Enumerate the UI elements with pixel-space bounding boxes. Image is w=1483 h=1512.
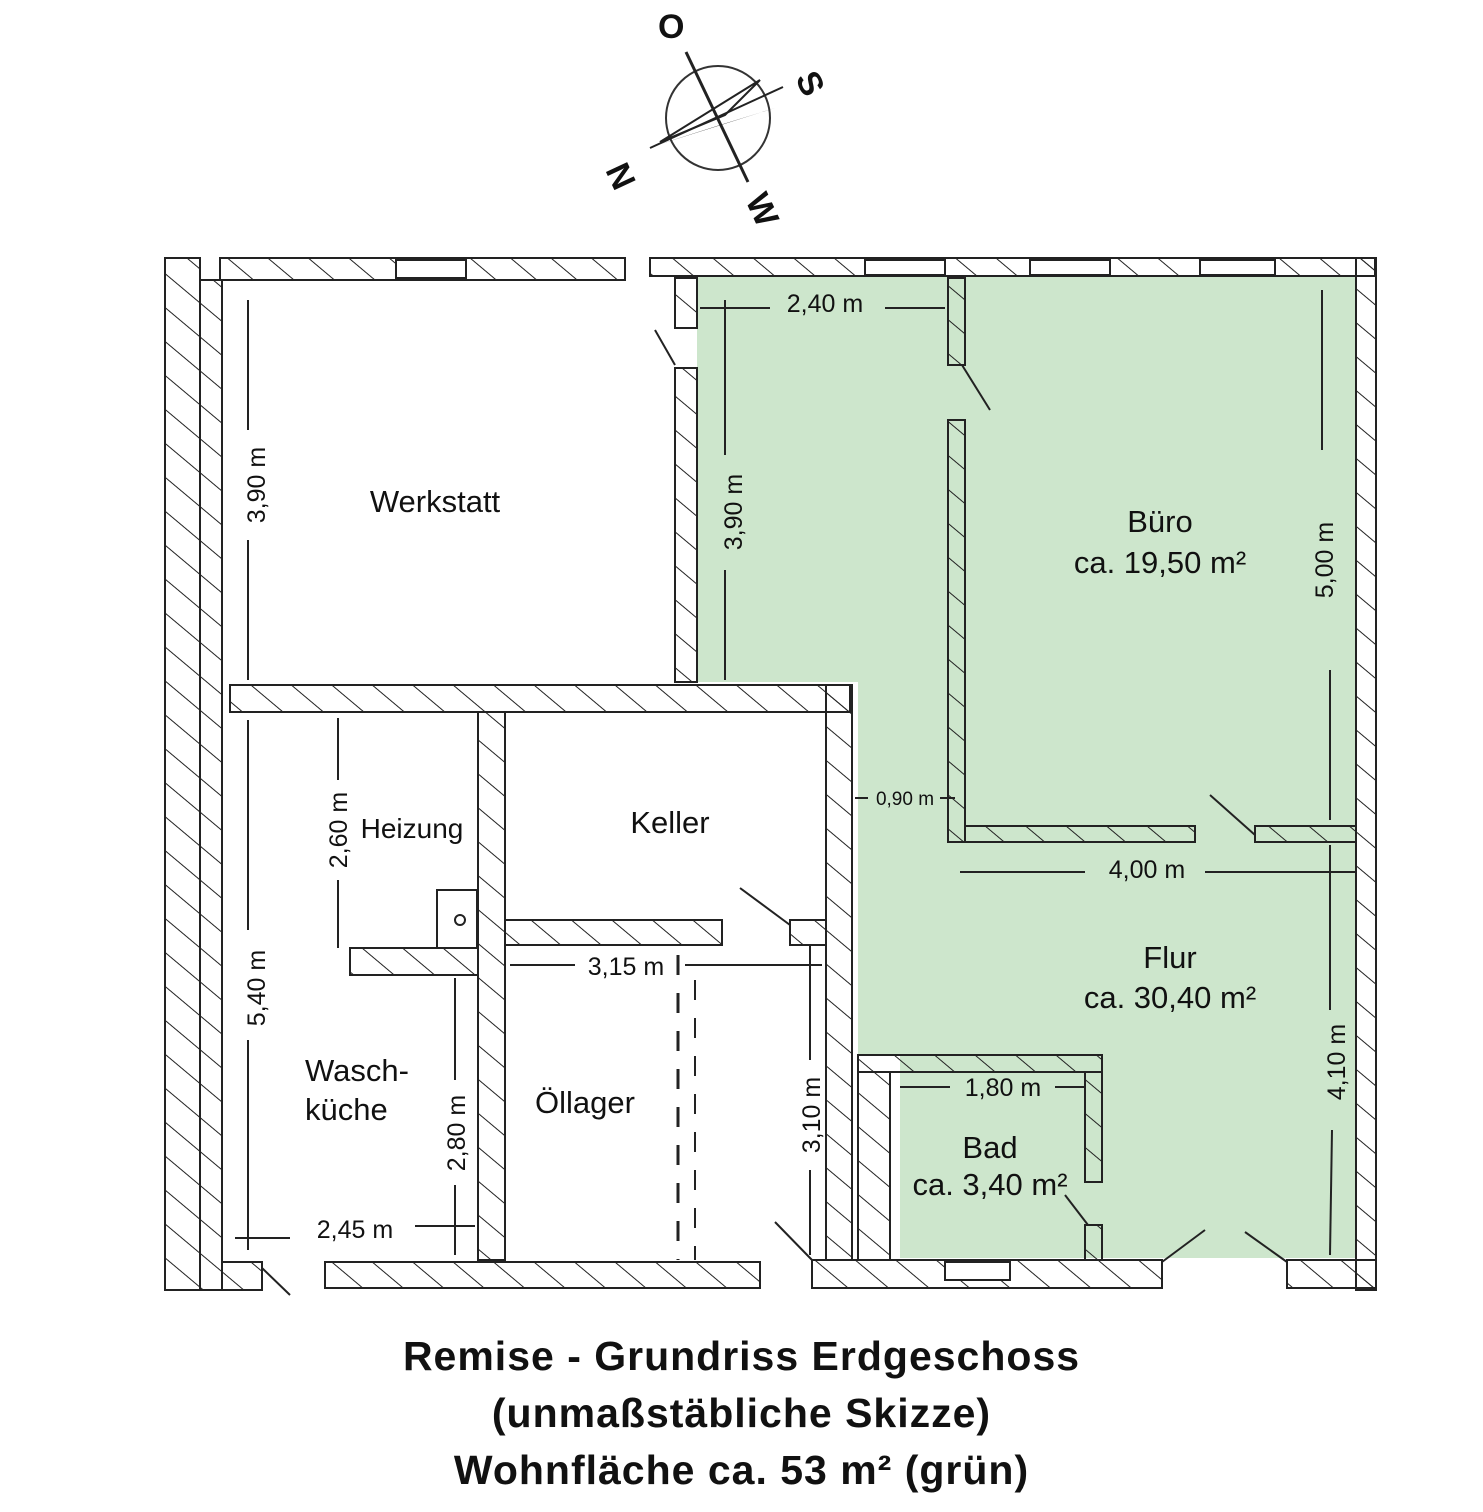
entrance-door-swing — [1244, 1231, 1288, 1263]
inner-wall — [674, 277, 698, 329]
dim-buero-right: 5,00 m — [1311, 522, 1339, 598]
compass-west-label: W — [738, 187, 786, 233]
dim-wasch-right: 2,80 m — [443, 1095, 471, 1171]
room-label-waschkueche-1: Wasch- — [305, 1053, 409, 1088]
dim-flur-top: 2,40 m — [787, 290, 863, 318]
dim-wasch-bottom: 2,45 m — [317, 1216, 393, 1244]
inner-wall — [477, 711, 506, 1261]
inner-wall — [789, 919, 827, 946]
door-swing — [1209, 794, 1256, 836]
inner-wall — [964, 825, 1196, 843]
inner-wall — [857, 1071, 891, 1261]
window — [864, 259, 946, 276]
window — [1029, 259, 1111, 276]
outer-wall-left-outer — [164, 257, 201, 1291]
room-area-buero: ca. 19,50 m² — [1074, 545, 1246, 580]
inner-wall — [674, 367, 698, 683]
inner-wall — [229, 684, 851, 713]
walls — [164, 257, 1377, 1296]
dim-werkstatt-left: 3,90 m — [243, 447, 271, 523]
room-area-flur: ca. 30,40 m² — [1084, 980, 1256, 1015]
outer-wall-right — [1355, 257, 1377, 1291]
compass-north-label: N — [598, 157, 643, 195]
north-arrow-icon — [648, 108, 775, 148]
room-label-oellager: Öllager — [535, 1085, 635, 1120]
title-line-3: Wohnfläche ca. 53 m² (grün) — [453, 1447, 1030, 1493]
floor-plan: O S N W — [164, 8, 1377, 1296]
inner-wall — [349, 947, 479, 976]
outer-wall-bottom-a — [221, 1261, 263, 1291]
title-line-1: Remise - Grundriss Erdgeschoss — [402, 1333, 1081, 1379]
dim-left-lower: 5,40 m — [243, 950, 271, 1026]
dim-gap: 0,90 m — [876, 789, 934, 810]
room-label-bad: Bad — [962, 1130, 1017, 1165]
room-area-bad: ca. 3,40 m² — [912, 1167, 1067, 1202]
dim-oellager-top: 3,15 m — [588, 953, 664, 981]
dim-flur-left: 3,90 m — [720, 474, 748, 550]
window — [1199, 259, 1276, 276]
inner-wall — [504, 919, 723, 946]
outer-wall-bottom-d — [1286, 1259, 1377, 1289]
outer-wall-bottom-b — [324, 1261, 761, 1289]
inner-wall — [857, 1054, 1103, 1073]
inner-wall — [947, 277, 966, 366]
inner-wall — [1084, 1224, 1103, 1261]
door-swing — [774, 1221, 813, 1261]
dim-bad-top: 1,80 m — [965, 1074, 1041, 1102]
room-label-flur: Flur — [1143, 940, 1196, 975]
door-swing — [1064, 1194, 1089, 1226]
compass-east-label: O — [658, 8, 684, 46]
dim-oellager-right: 3,10 m — [798, 1077, 826, 1153]
title-line-2: (unmaßstäbliche Skizze) — [491, 1390, 992, 1436]
door-swing — [261, 1267, 291, 1296]
window — [395, 259, 467, 279]
room-label-heizung: Heizung — [361, 813, 464, 844]
inner-wall — [1084, 1071, 1103, 1183]
room-label-werkstatt: Werkstatt — [370, 484, 501, 519]
compass-rose: O S N W — [598, 8, 832, 233]
chimney-icon — [454, 914, 466, 926]
entrance-door-swing — [1161, 1229, 1206, 1263]
inner-wall — [1254, 825, 1357, 843]
living-area-highlight — [697, 276, 1356, 1258]
inner-wall — [947, 419, 966, 843]
door-swing — [961, 364, 991, 411]
room-label-waschkueche-2: küche — [305, 1092, 388, 1127]
door-swing — [739, 887, 791, 926]
door-swing — [654, 329, 676, 366]
dim-buero-bottom: 4,00 m — [1109, 856, 1185, 884]
room-label-buero: Büro — [1127, 504, 1192, 539]
chimney — [436, 889, 478, 949]
outer-wall-left — [199, 279, 223, 1291]
window — [944, 1261, 1011, 1281]
dimension-lines — [235, 290, 1356, 1256]
inner-wall — [825, 684, 853, 1261]
dim-heizung: 2,60 m — [325, 792, 353, 868]
compass-south-label: S — [788, 65, 832, 102]
dim-flur-right: 4,10 m — [1323, 1024, 1351, 1100]
room-label-keller: Keller — [630, 805, 709, 840]
